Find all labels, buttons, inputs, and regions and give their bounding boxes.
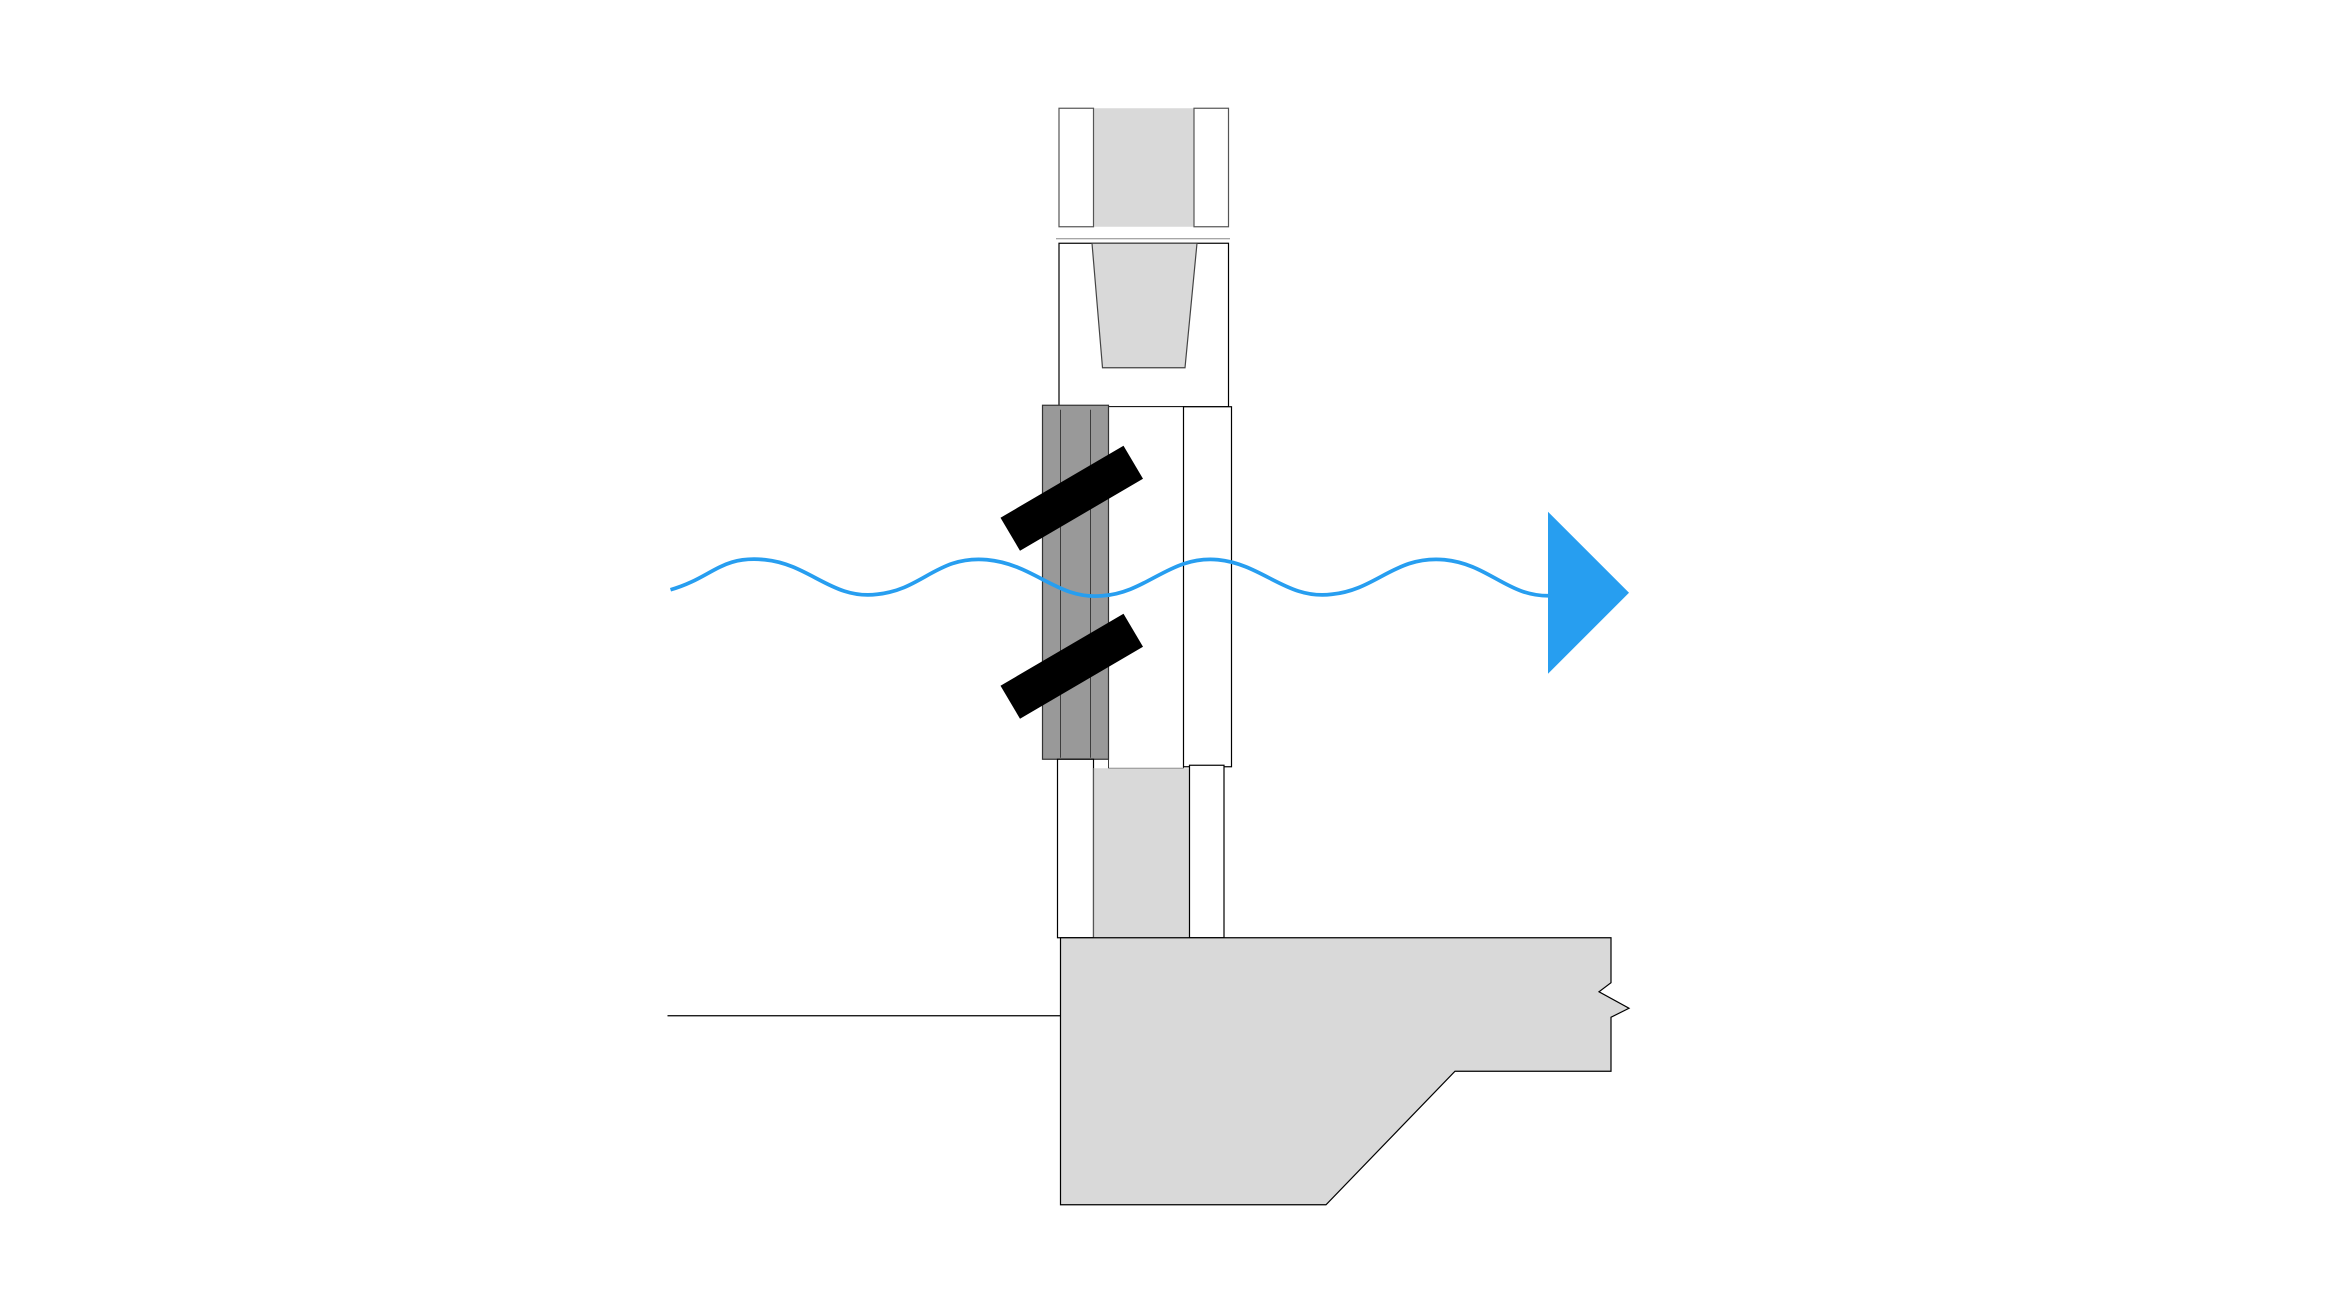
footing <box>1059 937 1631 1206</box>
airflow-arrow-icon <box>1548 511 1629 674</box>
second-block <box>1058 242 1230 408</box>
airflow-wave <box>669 557 1552 598</box>
fastener-lower <box>1000 613 1143 719</box>
bottom-block <box>1056 758 1225 939</box>
fastener-upper <box>1000 445 1143 551</box>
insulation-board <box>1041 404 1110 760</box>
top-block <box>1058 107 1230 228</box>
